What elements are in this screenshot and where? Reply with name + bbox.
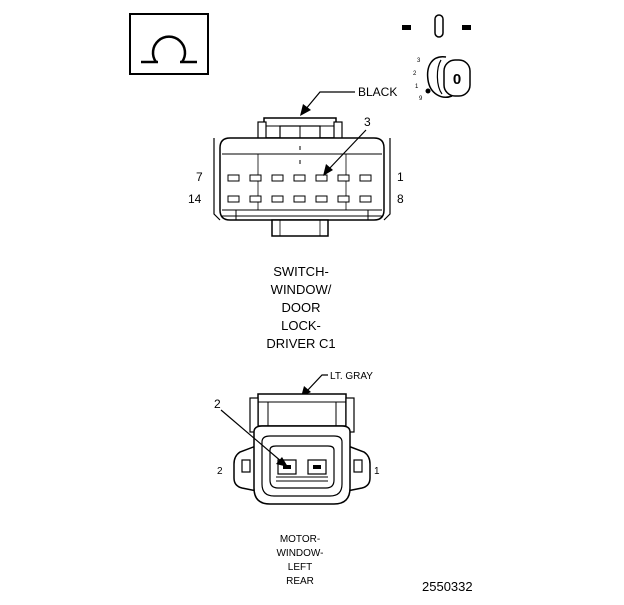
motor-callout-arrow-icon xyxy=(276,457,288,467)
key-scale-2: 2 xyxy=(413,71,417,77)
svg-text:LOCK-: LOCK- xyxy=(281,318,321,333)
c1-label-top-right: 1 xyxy=(397,170,404,184)
svg-text:MOTOR-: MOTOR- xyxy=(280,534,320,545)
figure-number: 2550332 xyxy=(422,579,473,594)
key-legend: 0 3 2 1 9 xyxy=(402,14,471,102)
motor-wire-color-label: LT. GRAY xyxy=(330,371,373,382)
svg-text:DOOR: DOOR xyxy=(282,300,321,315)
key-icon: 0 xyxy=(425,56,471,98)
key-scale-9: 9 xyxy=(419,96,423,102)
omega-legend: Ω xyxy=(129,13,209,75)
svg-text:REAR: REAR xyxy=(286,576,314,587)
svg-text:WINDOW/: WINDOW/ xyxy=(271,282,332,297)
c1-label-top-left: 7 xyxy=(196,170,203,184)
motor-pin-left-label: 2 xyxy=(217,466,223,477)
svg-text:DRIVER C1: DRIVER C1 xyxy=(266,336,335,351)
svg-text:SWITCH-: SWITCH- xyxy=(273,264,329,279)
key-scale-3: 3 xyxy=(417,58,421,64)
omega-icon xyxy=(151,35,187,63)
c1-wire-color-label: BLACK xyxy=(358,85,397,99)
c1-bottom-row-cavities xyxy=(227,195,372,203)
connector-c1: BLACK xyxy=(188,85,404,351)
c1-caption: SWITCH- WINDOW/ DOOR LOCK- DRIVER C1 xyxy=(266,264,335,351)
svg-text:LEFT: LEFT xyxy=(288,562,312,573)
c1-label-bottom-left: 14 xyxy=(188,192,202,206)
motor-caption: MOTOR- WINDOW- LEFT REAR xyxy=(276,534,323,587)
motor-pin-right-label: 1 xyxy=(374,466,380,477)
key-dash-left-icon xyxy=(402,25,411,30)
key-scale-1: 1 xyxy=(415,84,419,90)
key-dash-right-icon xyxy=(462,25,471,30)
c1-wire-arrow-icon xyxy=(300,104,311,116)
c1-callout-arrow-icon xyxy=(323,164,333,176)
motor-callout-pin-label: 2 xyxy=(214,397,221,411)
c1-callout-pin-label: 3 xyxy=(364,115,371,129)
connector-motor: LT. GRAY 2 2 1 xyxy=(214,371,380,587)
c1-top-row-cavities xyxy=(227,174,372,182)
c1-label-bottom-right: 8 xyxy=(397,192,404,206)
svg-text:WINDOW-: WINDOW- xyxy=(276,548,323,559)
key-position-digit: 0 xyxy=(453,71,461,88)
key-slot-icon xyxy=(434,14,444,38)
